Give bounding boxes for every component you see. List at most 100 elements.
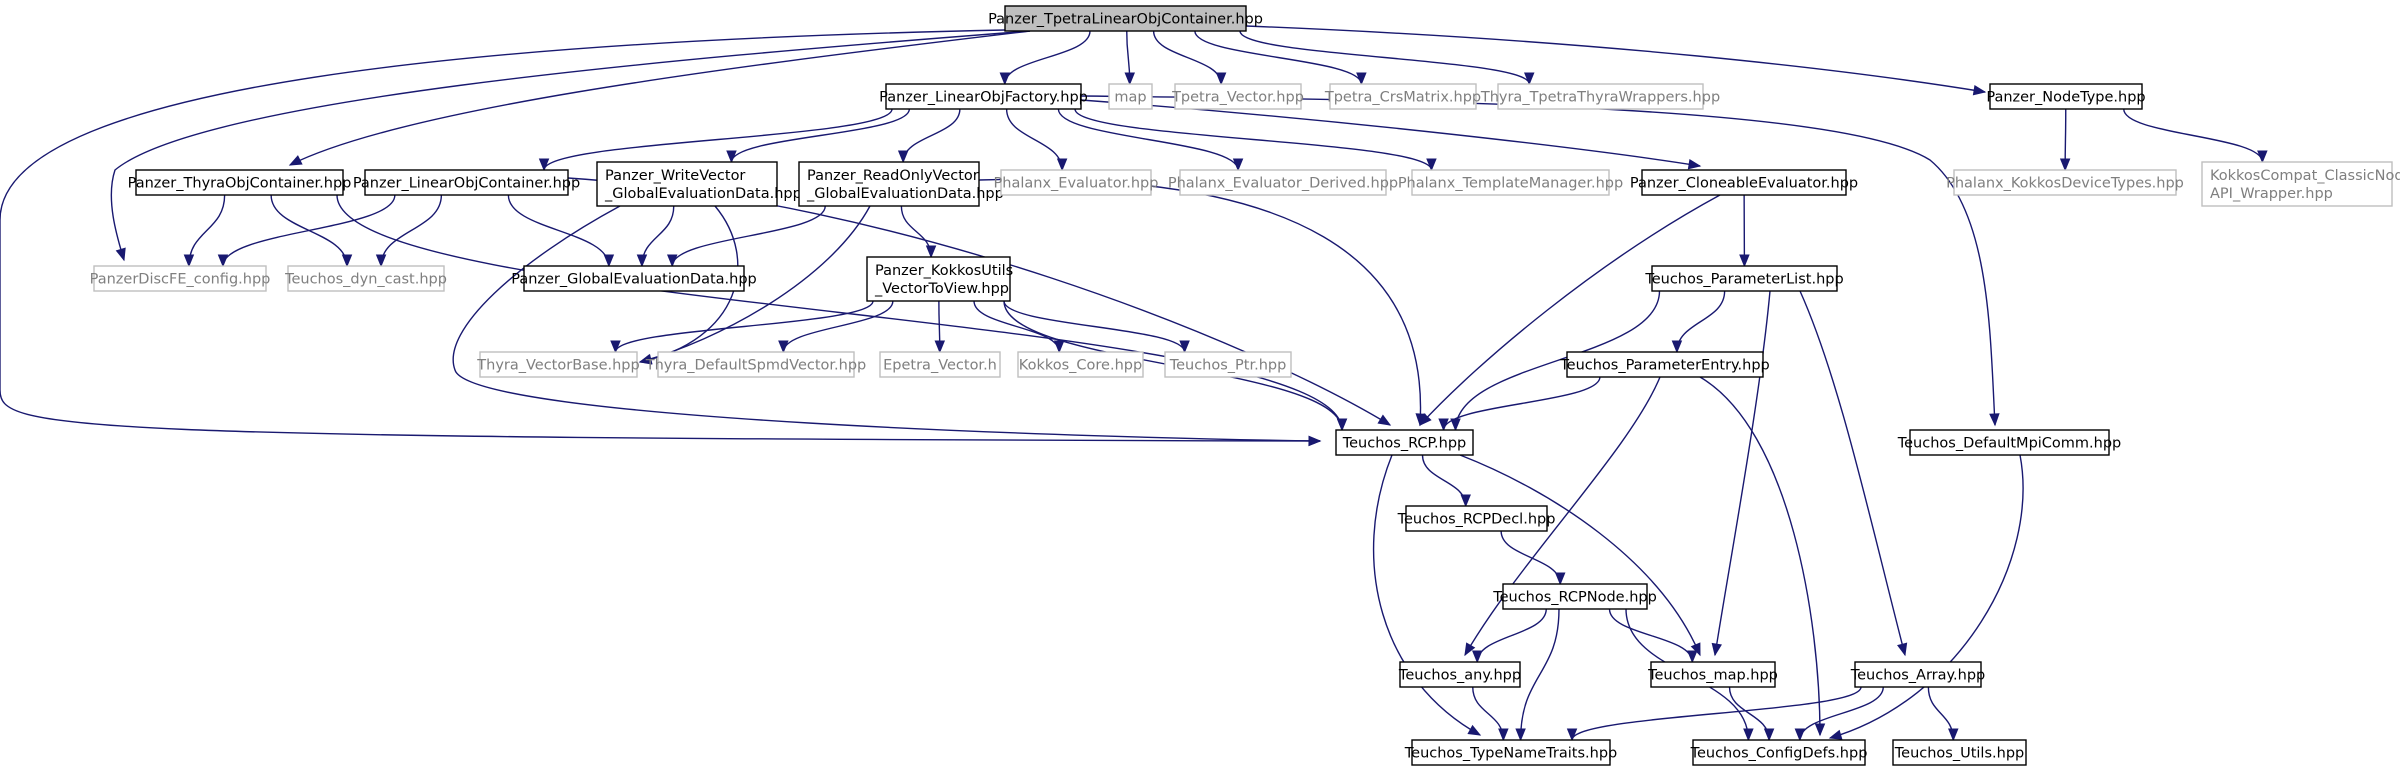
node-kokkosutils[interactable]: Panzer_KokkosUtils_VectorToView.hpp [866, 256, 1013, 302]
node-label: Phalanx_KokkosDeviceTypes.hpp [1946, 176, 2184, 192]
edge-paramentry-to-rcp [1438, 376, 1601, 432]
node-box [1854, 661, 1982, 688]
node-thyravb[interactable]: Thyra_VectorBase.hpp [476, 351, 640, 378]
node-linobj[interactable]: Panzer_LinearObjContainer.hpp [353, 169, 580, 196]
node-cloneable[interactable]: Panzer_CloneableEvaluator.hpp [1630, 169, 1858, 196]
node-teuchosptr[interactable]: Teuchos_Ptr.hpp [1164, 351, 1292, 378]
node-thyrawrap[interactable]: Thyra_TpetraThyraWrappers.hpp [1480, 83, 1720, 110]
node-nodetype[interactable]: Panzer_NodeType.hpp [1986, 83, 2146, 110]
node-dyncast[interactable]: Teuchos_dyn_cast.hpp [284, 265, 447, 292]
node-label: Teuchos_DefaultMpiComm.hpp [1897, 436, 2122, 452]
edge-array-to-utils [1927, 686, 1959, 742]
arrowhead [341, 254, 353, 268]
arrowhead [538, 158, 550, 172]
arrowhead [1377, 414, 1392, 426]
node-factory[interactable]: Panzer_LinearObjFactory.hpp [879, 83, 1088, 110]
edge-paramlist-to-paramentry [1671, 290, 1726, 354]
edge-root-to-tvec [1152, 30, 1227, 86]
node-box [1411, 739, 1611, 766]
arrowhead [603, 254, 615, 268]
node-label: _GlobalEvaluationData.hpp [604, 186, 802, 202]
edge-tmap-to-configdefs [1728, 686, 1775, 742]
arrowhead [1356, 72, 1367, 86]
arrowhead [1419, 412, 1432, 426]
node-array[interactable]: Teuchos_Array.hpp [1850, 661, 1986, 688]
edge-factory-to-writevec [726, 108, 911, 164]
edge-array-to-configdefs [1794, 686, 1884, 742]
node-box [364, 169, 569, 196]
edge-root-to-nodetype [1245, 25, 1987, 96]
node-label: Panzer_LinearObjContainer.hpp [353, 176, 580, 192]
node-label: Panzer_GlobalEvaluationData.hpp [511, 272, 757, 288]
node-label: Teuchos_dyn_cast.hpp [284, 272, 447, 288]
node-label: Teuchos_RCP.hpp [1342, 436, 1467, 452]
node-label: KokkosCompat_ClassicNode [2210, 168, 2400, 184]
edge-any-to-typename [1472, 686, 1509, 742]
node-writevec[interactable]: Panzer_WriteVector_GlobalEvaluationData.… [596, 161, 802, 207]
edge-paramlist-to-array [1799, 290, 1908, 657]
arrowhead [183, 254, 195, 268]
arrowhead [1671, 340, 1683, 354]
node-box [1650, 661, 1776, 688]
node-tvec[interactable]: Tpetra_Vector.hpp [1171, 83, 1304, 110]
arrowhead [1554, 572, 1566, 586]
arrowhead [1232, 158, 1244, 172]
graph-nodes: Panzer_TpetraLinearObjContainer.hppPanze… [90, 5, 2400, 766]
node-configdefs[interactable]: Teuchos_ConfigDefs.hpp [1690, 739, 1868, 766]
arrowhead [1438, 418, 1449, 432]
node-discfe[interactable]: PanzerDiscFE_config.hpp [90, 265, 271, 292]
node-phxtm[interactable]: Phalanx_TemplateManager.hpp [1398, 169, 1623, 196]
node-thyrasmpd[interactable]: Thyra_DefaultSpmdVector.hpp [645, 351, 867, 378]
arrowhead [1897, 642, 1908, 657]
arrowhead [1460, 494, 1471, 508]
node-any[interactable]: Teuchos_any.hpp [1398, 661, 1521, 688]
arrowhead [2257, 150, 2268, 164]
node-box [1179, 169, 1387, 196]
arrowhead [1739, 254, 1750, 268]
arrowhead [925, 245, 937, 259]
node-box [479, 351, 638, 378]
edge-rcpnode-to-typename [1515, 608, 1560, 742]
arrowhead [999, 72, 1011, 86]
node-rcpdecl[interactable]: Teuchos_RCPDecl.hpp [1397, 505, 1556, 532]
node-utils[interactable]: Teuchos_Utils.hpp [1892, 739, 2027, 766]
node-phxevalder[interactable]: Phalanx_Evaluator_Derived.hpp [1168, 169, 1398, 196]
edge-factory-to-linobj [538, 108, 893, 172]
node-rcpnode[interactable]: Teuchos_RCPNode.hpp [1492, 583, 1657, 610]
edge-kokkosutils-to-epetravec [934, 300, 946, 354]
node-readvec[interactable]: Panzer_ReadOnlyVector_GlobalEvaluationDa… [798, 161, 1004, 207]
node-root[interactable]: Panzer_TpetraLinearObjContainer.hpp [988, 5, 1263, 32]
node-kokkoscore[interactable]: Kokkos_Core.hpp [1017, 351, 1144, 378]
node-tmap[interactable]: Teuchos_map.hpp [1647, 661, 1778, 688]
node-tcrs[interactable]: Tpetra_CrsMatrix.hpp [1324, 83, 1481, 110]
node-box [523, 265, 745, 292]
edge-kokkosutils-to-thyrasmpd [778, 300, 894, 354]
node-label: Panzer_NodeType.hpp [1986, 90, 2145, 106]
node-label: Phalanx_Evaluator_Derived.hpp [1168, 176, 1398, 192]
node-phxeval[interactable]: Phalanx_Evaluator.hpp [994, 169, 1159, 196]
node-rcp[interactable]: Teuchos_RCP.hpp [1335, 429, 1474, 456]
arrowhead [934, 340, 946, 354]
node-label: Panzer_TpetraLinearObjContainer.hpp [988, 12, 1263, 28]
node-thyraobj[interactable]: Panzer_ThyraObjContainer.hpp [128, 169, 352, 196]
node-globaleval[interactable]: Panzer_GlobalEvaluationData.hpp [511, 265, 757, 292]
node-label: Panzer_CloneableEvaluator.hpp [1630, 176, 1858, 192]
node-paramlist[interactable]: Teuchos_ParameterList.hpp [1644, 265, 1844, 292]
edge-rcpnode-to-any [1472, 608, 1547, 664]
node-phxkdt[interactable]: Phalanx_KokkosDeviceTypes.hpp [1946, 169, 2184, 196]
node-box [866, 256, 1011, 302]
arrowhead [1794, 728, 1806, 742]
node-paramentry[interactable]: Teuchos_ParameterEntry.hpp [1559, 351, 1770, 378]
arrowhead [1056, 158, 1068, 172]
node-label: _GlobalEvaluationData.hpp [806, 186, 1004, 202]
edge-cloneable-to-rcp [1419, 194, 1721, 426]
node-map[interactable]: map [1108, 83, 1153, 110]
arrowhead [1972, 84, 1987, 96]
node-epetravec[interactable]: Epetra_Vector.h [879, 351, 1001, 378]
node-box [1164, 351, 1292, 378]
node-typename[interactable]: Teuchos_TypeNameTraits.hpp [1404, 739, 1617, 766]
edge-readvec-to-rcp [978, 178, 1426, 427]
node-mpicomm[interactable]: Teuchos_DefaultMpiComm.hpp [1897, 429, 2122, 456]
node-label: Teuchos_ParameterEntry.hpp [1559, 358, 1770, 374]
